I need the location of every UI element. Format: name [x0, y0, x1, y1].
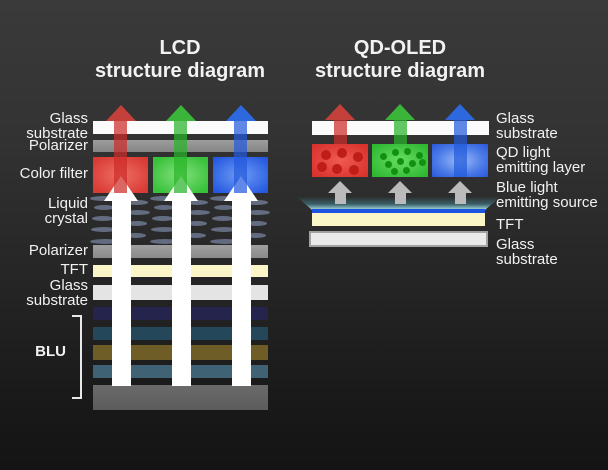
lc-molecule	[246, 200, 268, 205]
quantum-dot	[392, 149, 399, 156]
lc-molecule	[186, 210, 210, 215]
lc-molecule	[211, 227, 237, 232]
lc-molecule	[90, 196, 116, 201]
lc-molecule	[150, 196, 176, 201]
lcd-label-polarizer-bottom: Polarizer	[28, 242, 88, 259]
lcd-white-arrow-stem	[172, 200, 191, 386]
qd-red-arrow-stem	[334, 120, 347, 144]
lcd-red-arrow-head	[106, 105, 136, 121]
lc-molecule	[150, 239, 180, 244]
lc-molecule	[151, 227, 177, 232]
lcd-title: LCD structure diagram	[94, 37, 266, 82]
lcd-label-glass-substrate-bottom: Glass substrate	[26, 277, 88, 309]
lc-molecule	[214, 205, 234, 210]
lcd-label-liquid-crystal: Liquid crystal	[44, 195, 88, 227]
quantum-dot	[353, 152, 363, 162]
qd-blue-arrow-head	[445, 104, 475, 120]
lc-molecule	[126, 210, 150, 215]
qd-blue-emitter-line	[312, 209, 485, 213]
lc-molecule	[126, 233, 146, 238]
qd-label-qd-light-emitting-layer: QD light emitting layer	[496, 144, 586, 176]
lcd-label-glass-substrate-top: Glass substrate	[26, 110, 88, 142]
lc-molecule	[186, 200, 208, 205]
quantum-dot	[380, 153, 387, 160]
lcd-label-blu: BLU	[35, 343, 66, 360]
lc-molecule	[210, 196, 236, 201]
qd-glass-substrate-bottom-bar	[309, 231, 488, 247]
lcd-blu-backplane-bar	[93, 385, 268, 410]
lc-molecule	[212, 216, 234, 221]
lc-molecule	[127, 221, 147, 226]
lc-molecule	[210, 239, 240, 244]
qd-gray-arrow-stem	[335, 192, 346, 204]
lc-molecule	[94, 205, 114, 210]
quantum-dot	[391, 168, 398, 175]
lcd-red-arrow-stem	[114, 121, 127, 193]
quantum-dot	[416, 152, 423, 159]
lcd-green-arrow-head	[166, 105, 196, 121]
qd-gray-arrow-stem	[395, 192, 406, 204]
qd-green-arrow-head	[385, 104, 415, 120]
lcd-white-arrow-stem	[232, 200, 251, 386]
lc-molecule	[246, 233, 266, 238]
blu-bracket	[72, 315, 82, 399]
qd-label-blue-light-emitting-source: Blue light emitting source	[496, 179, 598, 211]
qd-green-arrow-stem	[394, 120, 407, 144]
qd-label-glass-substrate-top: Glass substrate	[496, 110, 558, 142]
quantum-dot	[403, 167, 410, 174]
lc-molecule	[154, 205, 174, 210]
qd-gray-arrow-stem	[455, 192, 466, 204]
quantum-dot	[419, 159, 426, 166]
quantum-dot	[321, 150, 331, 160]
quantum-dot	[332, 164, 342, 174]
lc-molecule	[246, 210, 270, 215]
lcd-label-color-filter: Color filter	[19, 165, 88, 182]
quantum-dot	[409, 160, 416, 167]
lc-molecule	[90, 239, 120, 244]
lcd-white-arrow-stem	[112, 200, 131, 386]
lc-molecule	[91, 227, 117, 232]
lcd-label-tft: TFT	[60, 261, 89, 278]
lc-molecule	[186, 233, 206, 238]
quantum-dot	[385, 161, 392, 168]
lc-molecule	[187, 221, 207, 226]
qd-gray-arrow-head	[388, 181, 412, 193]
qd-gray-arrow-head	[328, 181, 352, 193]
qd-gray-arrow-head	[448, 181, 472, 193]
lc-molecule	[92, 216, 114, 221]
qd-label-tft: TFT	[496, 216, 524, 233]
quantum-dot	[337, 148, 347, 158]
lc-molecule	[152, 216, 174, 221]
lcd-green-arrow-stem	[174, 121, 187, 193]
lcd-blue-arrow-stem	[234, 121, 247, 193]
lcd-label-polarizer-top: Polarizer	[28, 137, 88, 154]
qd-tft-bar	[312, 213, 485, 226]
quantum-dot	[397, 158, 404, 165]
lcd-blue-arrow-head	[226, 105, 256, 121]
qd-blue-arrow-stem	[454, 120, 467, 177]
qd-oled-title: QD-OLED structure diagram	[314, 37, 486, 82]
quantum-dot	[349, 165, 359, 175]
quantum-dot	[404, 148, 411, 155]
qd-red-arrow-head	[325, 104, 355, 120]
quantum-dot	[317, 162, 327, 172]
lc-molecule	[126, 200, 148, 205]
qd-label-glass-substrate-bottom: Glass substrate	[496, 236, 558, 268]
lc-molecule	[247, 221, 267, 226]
